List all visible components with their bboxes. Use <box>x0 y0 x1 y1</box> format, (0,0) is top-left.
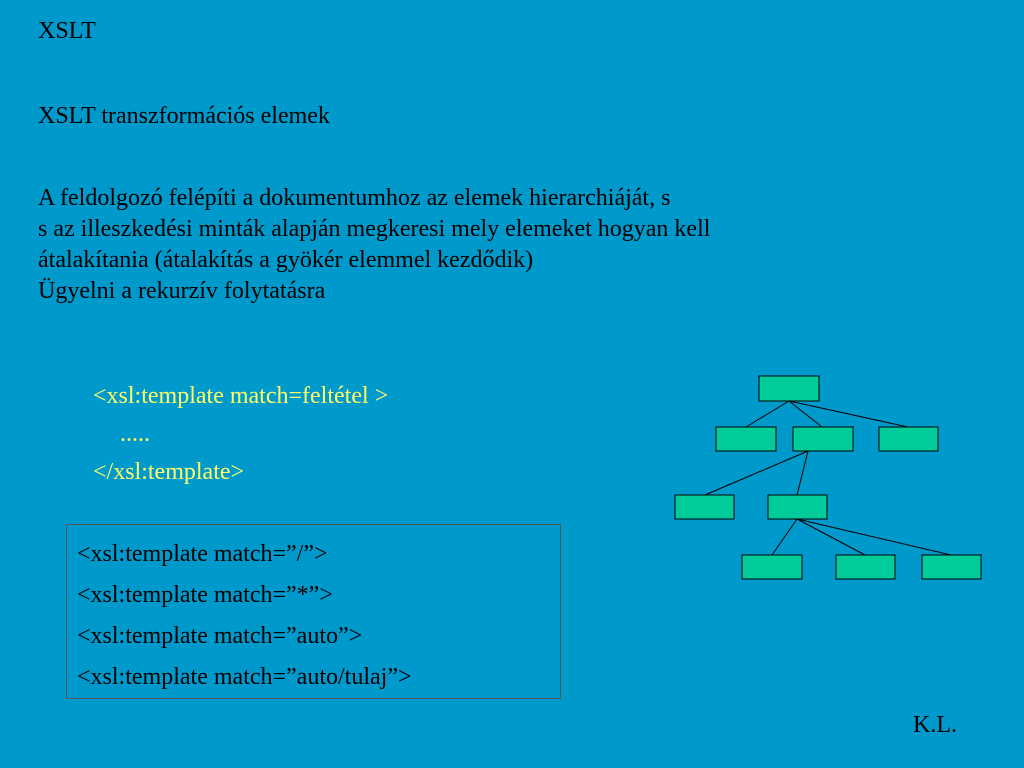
tree-edge <box>704 450 809 496</box>
tree-node <box>835 554 896 580</box>
tree-node <box>674 494 735 520</box>
tree-edge <box>771 518 798 556</box>
paragraph-line: A feldolgozó felépíti a dokumentumhoz az… <box>38 185 671 211</box>
tree-node <box>715 426 777 452</box>
code-line: </xsl:template> <box>93 459 245 485</box>
tree-node <box>767 494 828 520</box>
box-line: <xsl:template match=”auto/tulaj”> <box>77 664 412 690</box>
slide-subtitle: XSLT transzformációs elemek <box>38 103 330 129</box>
tree-edge <box>796 518 866 556</box>
tree-node <box>792 426 854 452</box>
tree-edge <box>796 450 809 496</box>
code-line: ..... <box>120 421 150 447</box>
tree-edge <box>796 518 952 556</box>
author-initials: K.L. <box>913 712 957 738</box>
tree-edge <box>745 400 790 428</box>
tree-node-root <box>758 375 820 402</box>
box-line: <xsl:template match=”*”> <box>77 582 333 608</box>
slide-title: XSLT <box>38 18 96 44</box>
box-line: <xsl:template match=”auto”> <box>77 623 363 649</box>
paragraph-line: Ügyelni a rekurzív folytatásra <box>38 278 326 304</box>
tree-edge <box>788 400 909 428</box>
tree-node <box>878 426 939 452</box>
code-line: <xsl:template match=feltétel > <box>93 383 389 409</box>
tree-edges <box>704 400 952 556</box>
tree-node <box>921 554 982 580</box>
box-line: <xsl:template match=”/”> <box>77 541 328 567</box>
description-paragraph: A feldolgozó felépíti a dokumentumhoz az… <box>38 183 710 307</box>
tree-edge <box>788 400 823 428</box>
paragraph-line: s az illeszkedési minták alapján megkere… <box>38 216 711 242</box>
tree-node <box>741 554 803 580</box>
paragraph-line: átalakítania (átalakítás a gyökér elemme… <box>38 247 534 273</box>
template-code-snippet: <xsl:template match=feltétel > ..... </x… <box>93 377 388 491</box>
tree-nodes <box>674 375 982 580</box>
template-examples-box: <xsl:template match=”/”> <xsl:template m… <box>66 524 561 699</box>
